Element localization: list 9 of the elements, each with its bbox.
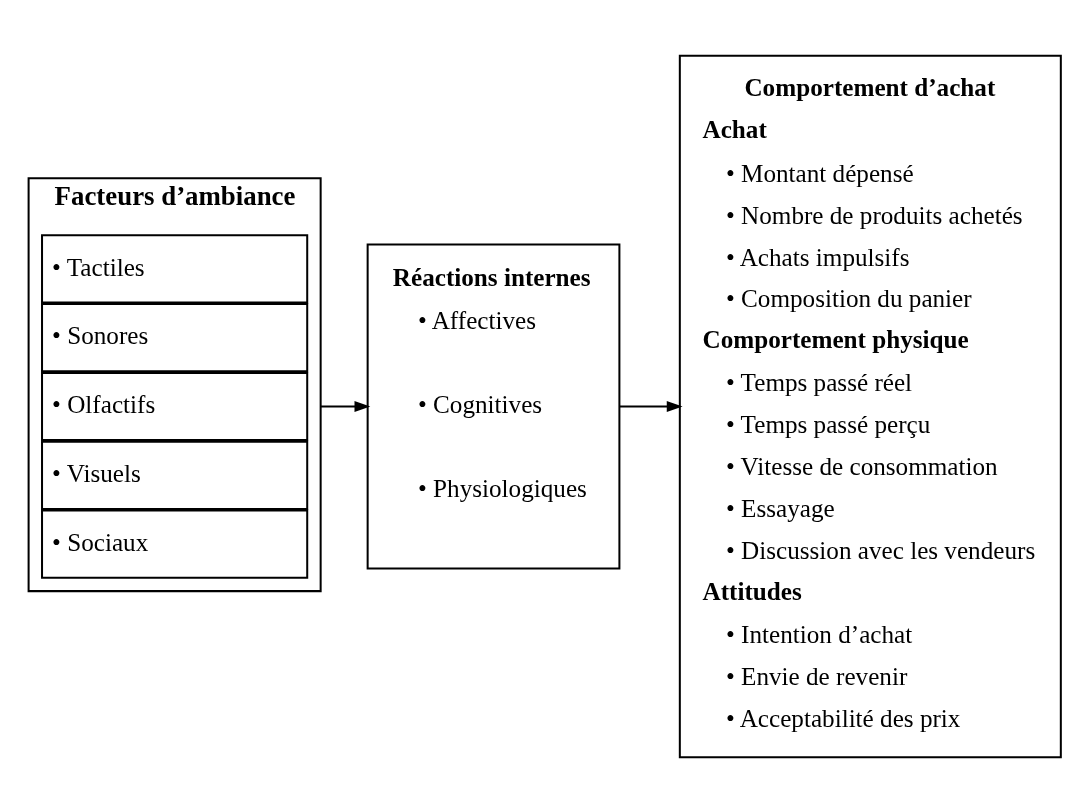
node-box: • Sociaux <box>41 509 309 579</box>
node-box: • Olfactifs <box>41 371 309 441</box>
node-box: • Visuels <box>41 440 309 510</box>
node-box: Réactions internes • Affectives • Cognitives • Physiologiques <box>366 243 621 569</box>
node-box: • Tactiles <box>41 233 309 303</box>
arrow <box>320 400 371 412</box>
arrow <box>619 400 683 412</box>
node-box: Comportement d’achat Achat • Montant dépensé • Nombre de produits achetés • Achats impulsifs • Composition du panier Comportement physique • Temps passé réel • Temps passé perçu • Vitesse de consommation • Essayage • Discussion avec les vendeurs Attitudes • Intention d’achat • Envie de revenir • Acceptabilité des prix <box>678 54 1062 758</box>
node-box: • Sonores <box>41 302 309 372</box>
